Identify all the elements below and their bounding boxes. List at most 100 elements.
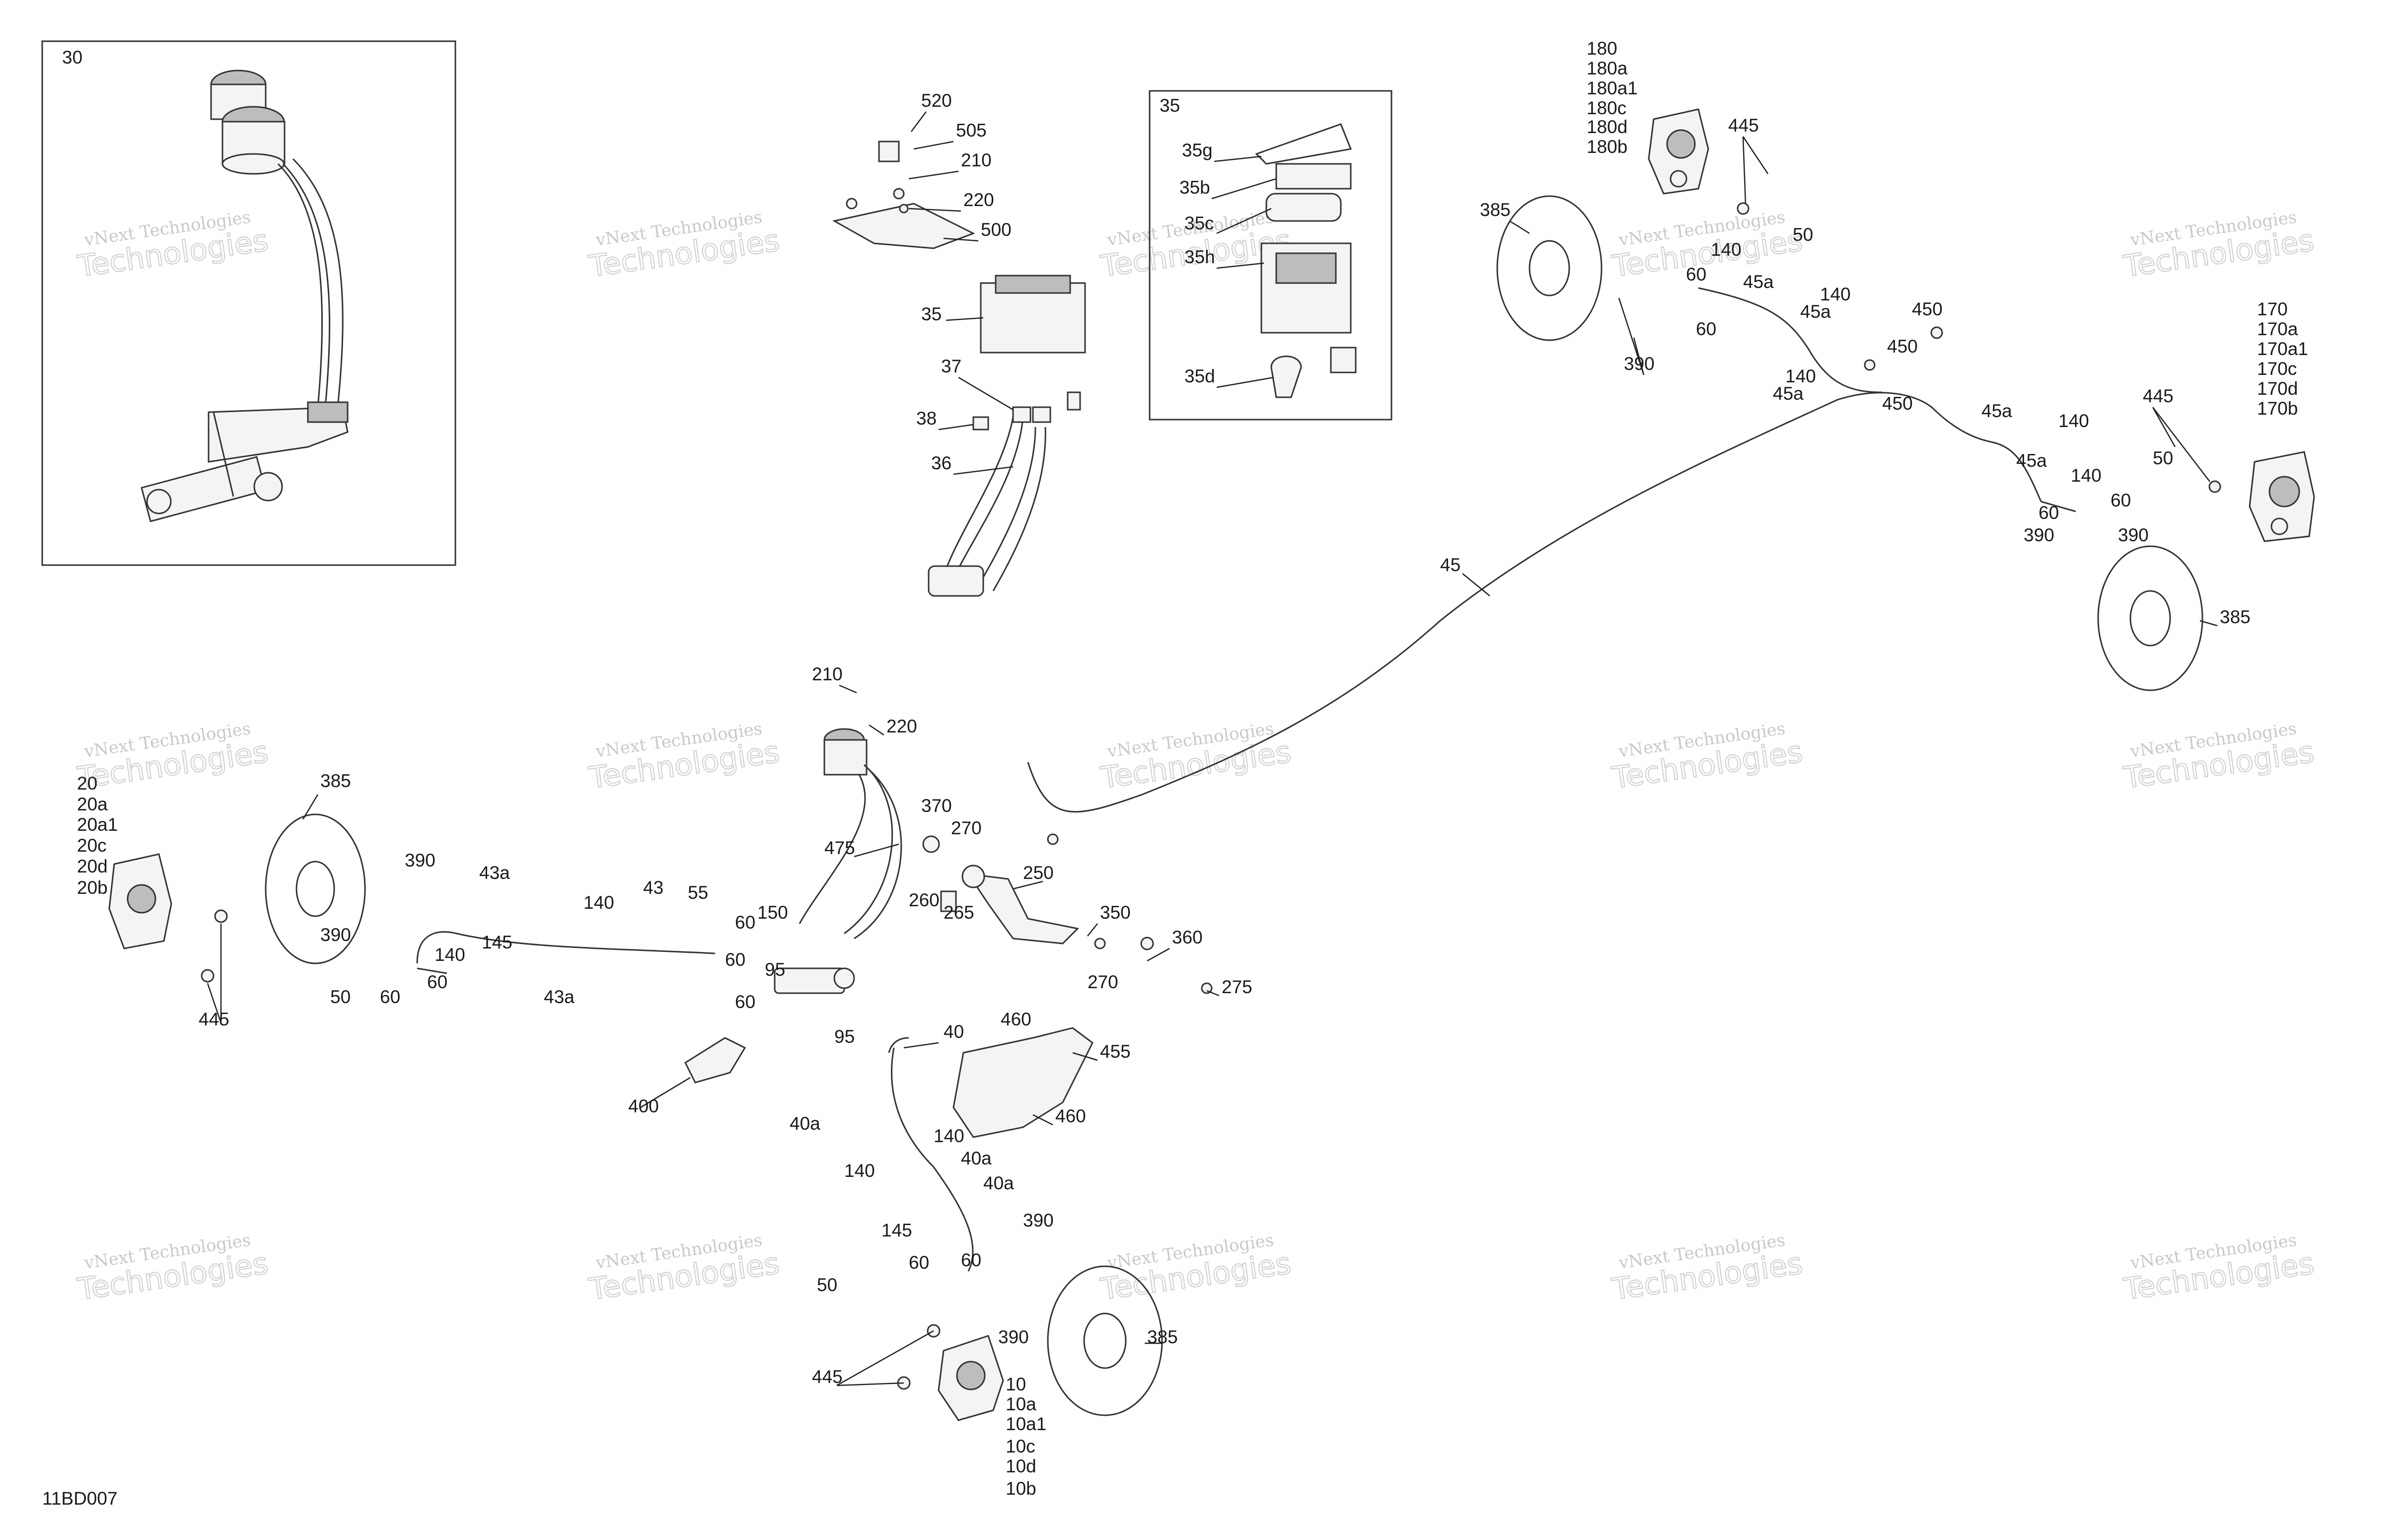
caliper-10 [938, 1335, 1004, 1421]
callout-c450c: 450 [1882, 393, 1913, 414]
callout-c40a2: 40a [961, 1148, 992, 1168]
callout-c20a1: 20a1 [77, 814, 118, 835]
drawing-id: 11BD007 [42, 1488, 118, 1509]
callout-c37: 37 [941, 356, 961, 376]
callout-c60j: 60 [909, 1252, 929, 1273]
module-35-assembly [832, 141, 1086, 597]
leader-lines [207, 111, 2218, 1386]
callout-c60b: 60 [1696, 319, 1716, 339]
callout-c505: 505 [956, 120, 987, 141]
callout-c500: 500 [981, 219, 1012, 240]
detail-frame-30 [41, 40, 456, 566]
callout-c10a: 10a [1006, 1394, 1036, 1414]
brake-line-40 [888, 1037, 974, 1272]
callout-c45a5: 45a [2016, 450, 2047, 471]
disc-385-front-right [1496, 195, 1603, 341]
callout-c95a: 95 [765, 959, 785, 980]
callout-c390f: 390 [1023, 1210, 1054, 1231]
detail-frame-35 [1149, 90, 1392, 421]
callout-c145a: 145 [482, 932, 512, 952]
callout-c60h: 60 [380, 987, 400, 1007]
callout-c170c: 170c [2257, 359, 2297, 379]
callout-c36: 36 [931, 453, 951, 473]
reservoir-assembly [141, 70, 349, 522]
callout-c385d: 385 [1147, 1327, 1178, 1347]
callout-c45a2: 45a [1800, 301, 1831, 322]
callout-c140a: 140 [1711, 239, 1742, 260]
callout-c60c: 60 [2111, 490, 2131, 510]
callout-c10b: 10b [1006, 1478, 1036, 1499]
callout-c390b: 390 [2024, 525, 2054, 545]
caliper-170 [2249, 451, 2315, 542]
callout-c450b: 450 [1887, 336, 1918, 357]
master-cylinder-assembly [774, 728, 1080, 994]
callout-c50c: 50 [330, 987, 351, 1007]
callout-c265: 265 [944, 902, 974, 923]
callout-c35box: 35 [1160, 95, 1180, 116]
callout-c45a3: 45a [1773, 383, 1804, 404]
callout-labels: 30520505210220500353738363535g35b35c35h3… [62, 38, 2308, 1499]
callout-c180a: 180a [1587, 58, 1628, 78]
callout-c140i: 140 [844, 1161, 875, 1181]
callout-c140c: 140 [1785, 366, 1816, 386]
callout-c20c: 20c [77, 835, 107, 856]
callout-c445b: 445 [2143, 386, 2174, 406]
callout-c10: 10 [1006, 1374, 1026, 1394]
callout-c150: 150 [757, 902, 788, 923]
callout-c170a1: 170a1 [2257, 339, 2308, 359]
callout-c170a: 170a [2257, 319, 2298, 339]
callout-c40a3: 40a [983, 1173, 1014, 1193]
callout-c180: 180 [1587, 38, 1617, 59]
callout-c370: 370 [921, 796, 952, 816]
callout-c390c: 390 [2118, 525, 2149, 545]
brake-line-43 [416, 931, 716, 974]
callout-c475: 475 [824, 838, 855, 858]
callout-c180b: 180b [1587, 137, 1627, 157]
callout-c40: 40 [944, 1021, 964, 1042]
callout-c35h: 35h [1184, 247, 1215, 267]
callout-c60d: 60 [2039, 503, 2059, 523]
callout-c45: 45 [1440, 555, 1460, 575]
callout-c20a: 20a [77, 794, 108, 814]
callout-c140h: 140 [934, 1126, 964, 1146]
callout-c60f: 60 [725, 949, 745, 970]
callout-c60g: 60 [427, 972, 447, 992]
callout-c40a1: 40a [790, 1113, 820, 1134]
callout-c10c: 10c [1006, 1436, 1035, 1456]
callout-c95b: 95 [834, 1026, 855, 1047]
callout-c50b: 50 [2153, 448, 2173, 468]
callout-c35d: 35d [1184, 366, 1215, 386]
callout-c43a1: 43a [479, 863, 510, 883]
callout-c170: 170 [2257, 299, 2288, 319]
callout-c60i: 60 [735, 992, 755, 1012]
detail-frame-35-border [1149, 90, 1392, 421]
callout-c35b: 35b [1179, 177, 1210, 198]
bracket-400 [684, 1037, 746, 1084]
callout-c210a: 210 [961, 150, 992, 170]
callout-c43: 43 [643, 877, 663, 898]
callout-c360: 360 [1172, 927, 1203, 947]
seal-35c [1265, 193, 1342, 222]
caliper-180 [1648, 108, 1709, 195]
callout-c145b: 145 [881, 1220, 912, 1240]
callout-c20d: 20d [77, 856, 108, 876]
callout-c445d: 445 [812, 1367, 843, 1387]
callout-c460a: 460 [1001, 1009, 1031, 1029]
callout-c275: 275 [1222, 977, 1252, 997]
callout-c45a1: 45a [1743, 272, 1774, 292]
callout-c390e: 390 [320, 925, 351, 945]
fasteners [201, 202, 2221, 1390]
detail-frame-30-border [41, 40, 456, 566]
callout-c390g: 390 [998, 1327, 1029, 1347]
callout-c170d: 170d [2257, 378, 2298, 399]
callout-c35g: 35g [1182, 140, 1213, 160]
callout-c270a: 270 [951, 818, 982, 838]
callout-c60e: 60 [735, 912, 755, 933]
callout-c270b: 270 [1088, 972, 1118, 992]
callout-c445c: 445 [199, 1009, 229, 1029]
clip-35d-b [1330, 347, 1357, 373]
callout-c20b: 20b [77, 877, 108, 898]
callout-c520: 520 [921, 90, 952, 111]
callout-c250: 250 [1023, 863, 1054, 883]
